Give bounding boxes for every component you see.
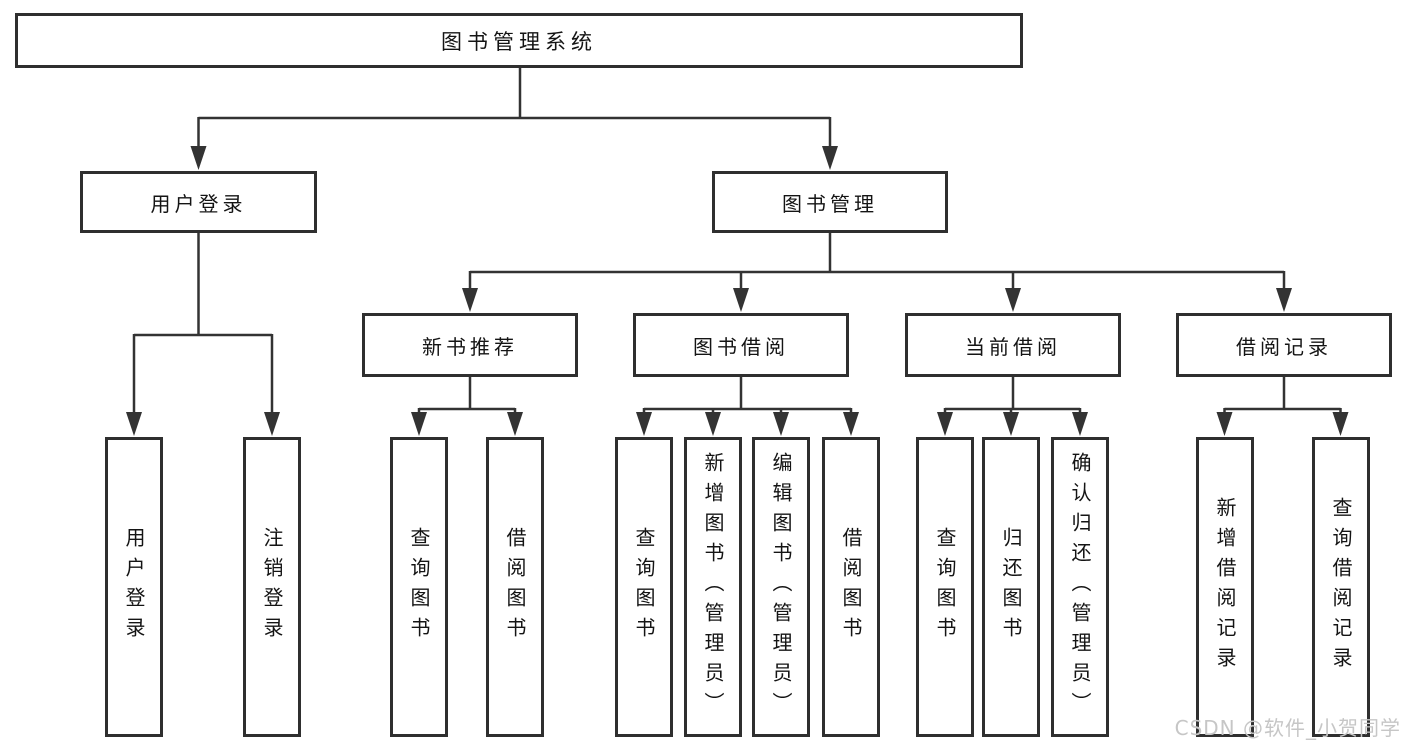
leaf-label: 新增图书（管理员） [701, 452, 725, 722]
node-book-borrowing: 图书借阅 [633, 313, 849, 377]
leaf-label: 确认归还（管理员） [1068, 452, 1092, 722]
node-label: 当前借阅 [965, 334, 1061, 359]
leaf-label: 查询图书 [933, 527, 957, 647]
leaf-label: 查询图书 [632, 527, 656, 647]
root-node-library-system: 图书管理系统 [15, 13, 1023, 68]
arrowhead-icon [1332, 412, 1349, 436]
leaf-query-book-recommend: 查询图书 [390, 437, 448, 737]
arrowhead-icon [822, 146, 838, 170]
arrowhead-icon [1216, 412, 1233, 436]
leaf-label: 查询借阅记录 [1329, 497, 1353, 677]
leaf-query-book-borrowing: 查询图书 [615, 437, 673, 737]
node-label: 用户登录 [150, 191, 247, 216]
leaf-label: 新增借阅记录 [1213, 497, 1237, 677]
node-label: 借阅记录 [1236, 334, 1332, 359]
leaf-label: 编辑图书（管理员） [769, 452, 793, 722]
leaf-return-book: 归还图书 [982, 437, 1040, 737]
node-label: 图书借阅 [693, 334, 789, 359]
leaf-user-login: 用户登录 [105, 437, 163, 737]
arrowhead-icon [126, 412, 142, 436]
arrowhead-icon [1003, 412, 1019, 436]
leaf-query-book-current: 查询图书 [916, 437, 974, 737]
arrowhead-icon [264, 412, 280, 436]
arrowhead-icon [1276, 288, 1292, 312]
arrowhead-icon [462, 288, 478, 312]
leaf-borrow-book: 借阅图书 [822, 437, 880, 737]
node-user-login: 用户登录 [80, 171, 317, 233]
arrowhead-icon [507, 412, 523, 436]
node-borrowing-records: 借阅记录 [1176, 313, 1392, 377]
node-book-management: 图书管理 [712, 171, 948, 233]
arrowhead-icon [636, 412, 652, 436]
leaf-logout: 注销登录 [243, 437, 301, 737]
leaf-edit-book-admin: 编辑图书（管理员） [752, 437, 810, 737]
leaf-add-book-admin: 新增图书（管理员） [684, 437, 742, 737]
node-new-book-recommend: 新书推荐 [362, 313, 578, 377]
arrowhead-icon [937, 412, 953, 436]
root-node-label: 图书管理系统 [441, 29, 597, 54]
leaf-borrow-book-recommend: 借阅图书 [486, 437, 544, 737]
arrowhead-icon [773, 412, 789, 436]
node-label: 图书管理 [782, 191, 878, 216]
leaf-label: 归还图书 [999, 527, 1023, 647]
arrowhead-icon [190, 146, 207, 170]
arrowhead-icon [1005, 288, 1021, 312]
arrowhead-icon [843, 412, 859, 436]
csdn-watermark: CSDN @软件_小贺同学 [1174, 716, 1401, 740]
leaf-label: 借阅图书 [839, 527, 863, 647]
arrowhead-icon [1072, 412, 1088, 436]
leaf-add-borrow-record: 新增借阅记录 [1196, 437, 1254, 737]
arrowhead-icon [705, 412, 721, 436]
leaf-label: 借阅图书 [503, 527, 527, 647]
node-current-borrowing: 当前借阅 [905, 313, 1121, 377]
leaf-confirm-return-admin: 确认归还（管理员） [1051, 437, 1109, 737]
arrowhead-icon [733, 288, 749, 312]
leaf-label: 用户登录 [122, 527, 146, 647]
leaf-label: 注销登录 [260, 527, 284, 647]
leaf-label: 查询图书 [407, 527, 431, 647]
leaf-query-borrow-record: 查询借阅记录 [1312, 437, 1370, 737]
arrowhead-icon [411, 412, 427, 436]
arrowheads [126, 146, 1349, 436]
node-label: 新书推荐 [422, 334, 518, 359]
